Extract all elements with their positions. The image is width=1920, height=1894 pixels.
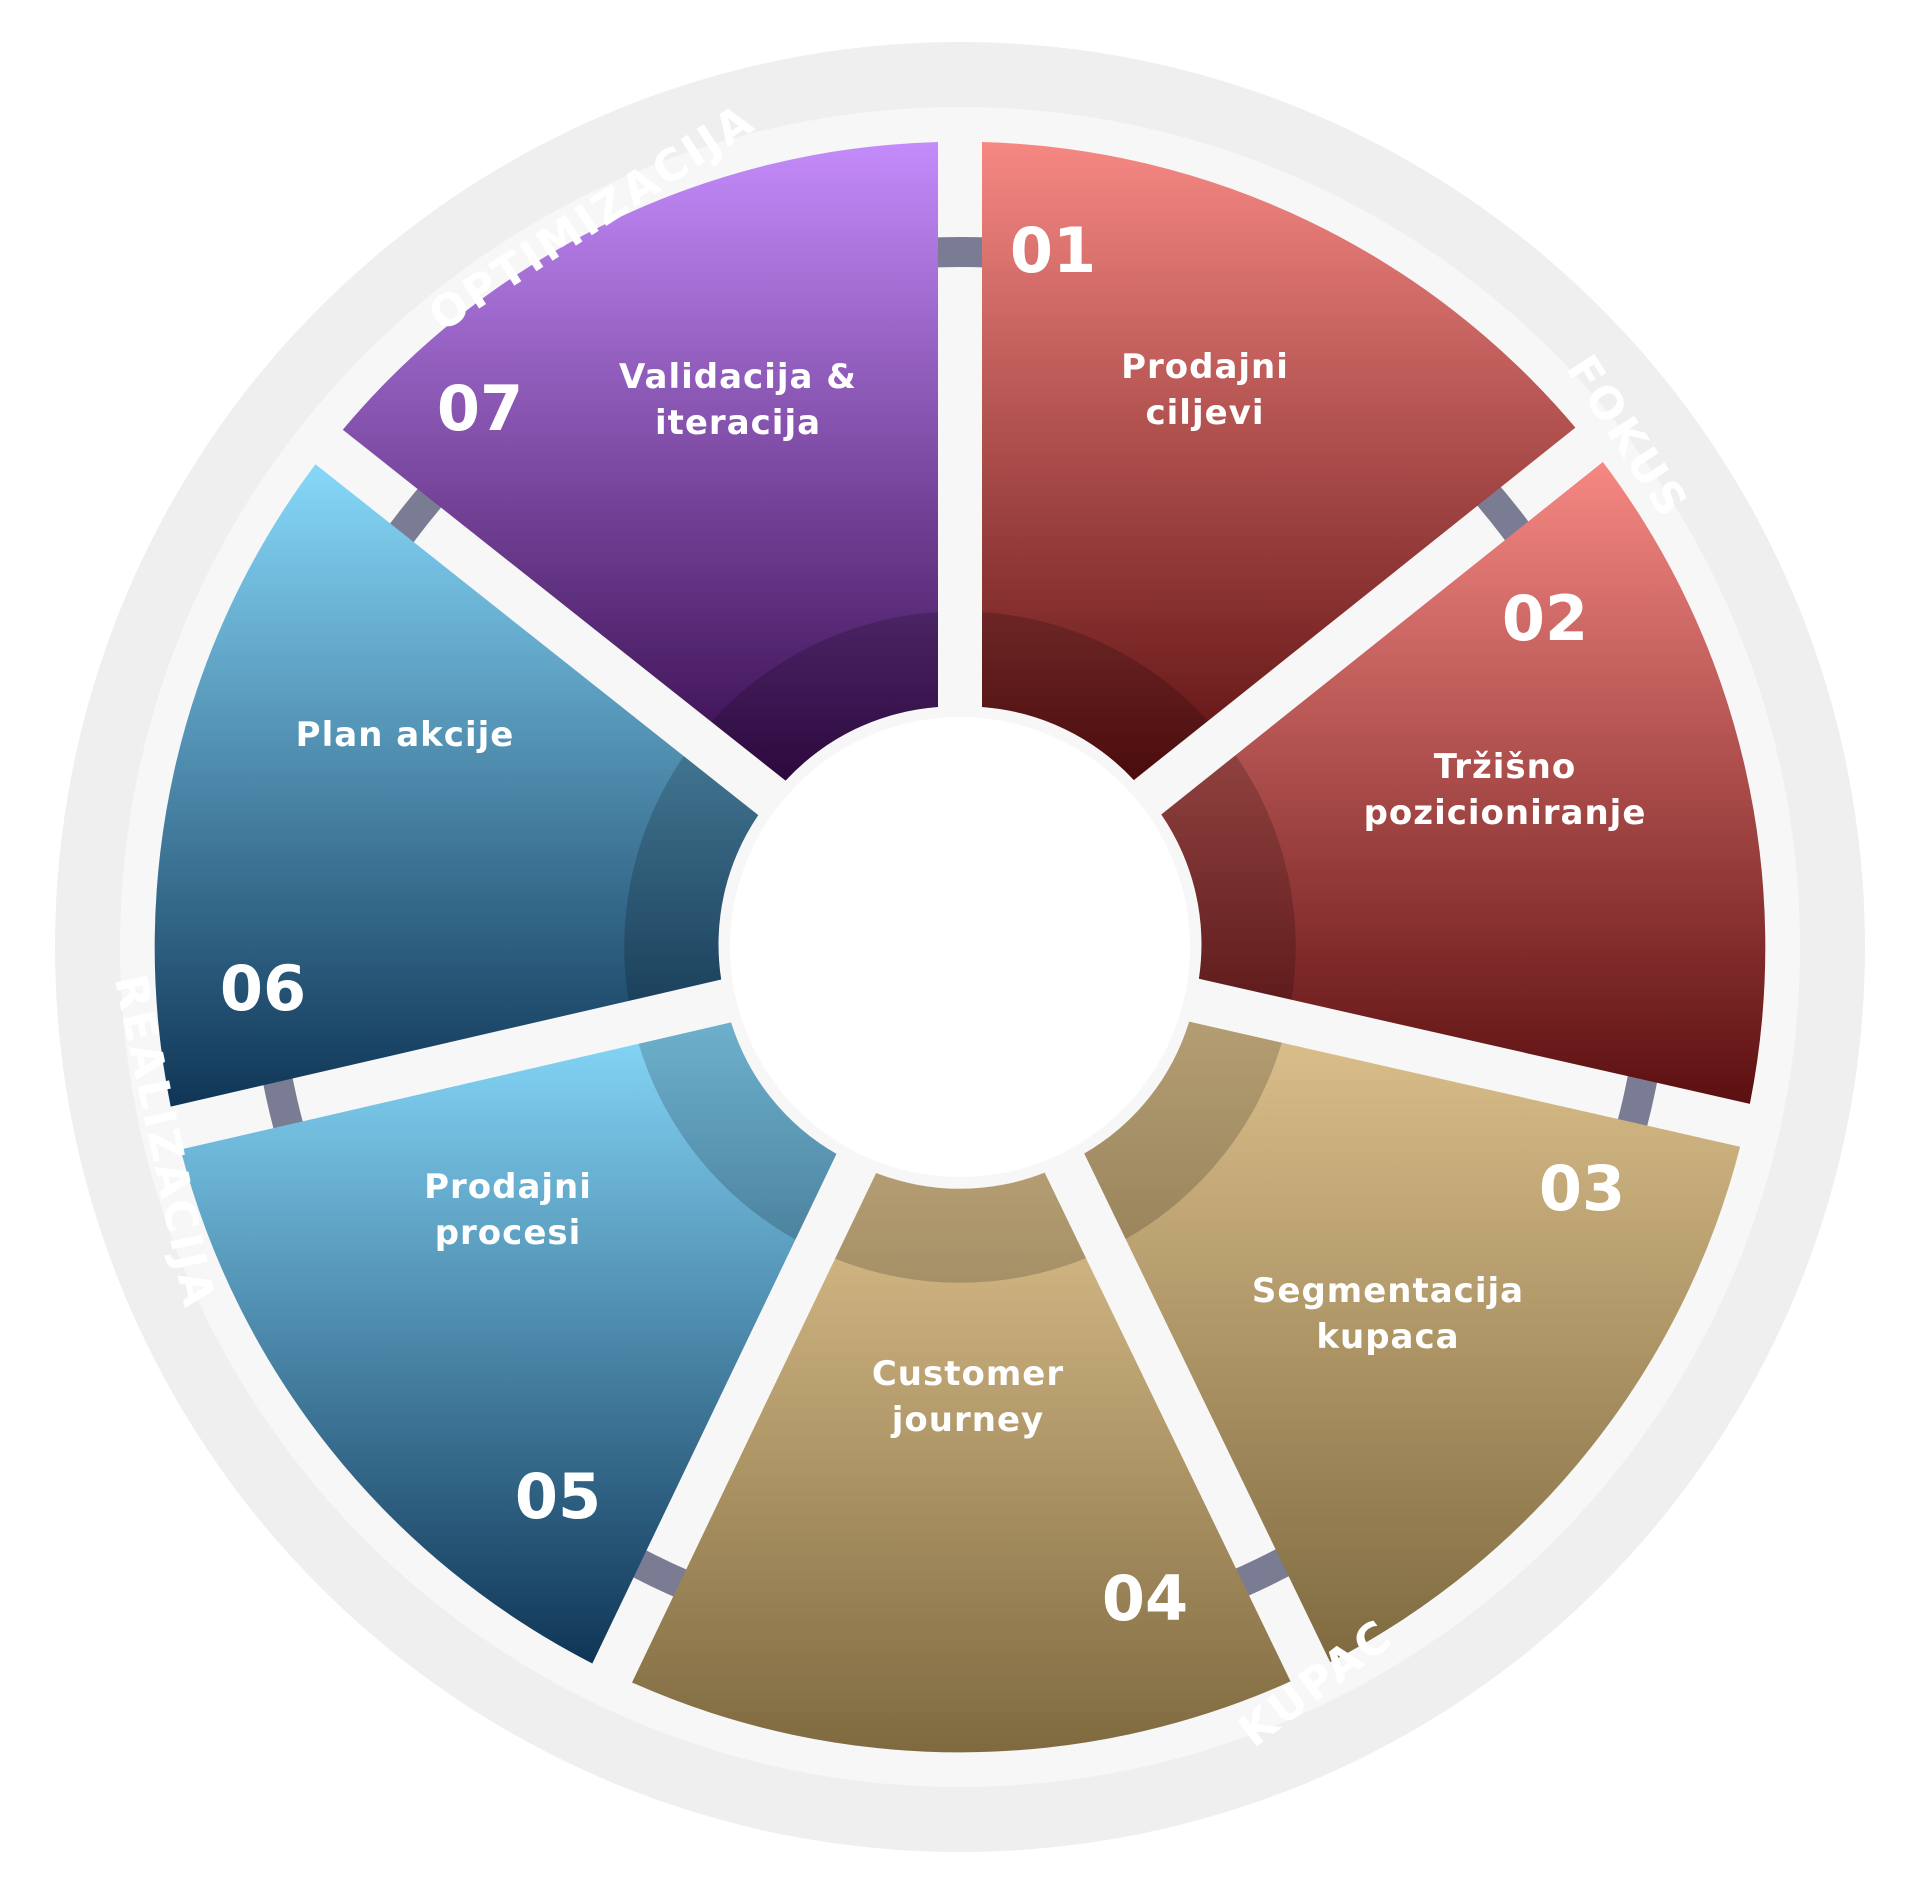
segment-number: 07: [437, 372, 523, 445]
center-circle: [730, 717, 1190, 1177]
segment-number: 02: [1502, 582, 1588, 655]
segment-label-line: kupaca: [1316, 1317, 1459, 1357]
segment-shape: [1084, 1021, 1741, 1663]
segment-shape: [982, 142, 1576, 781]
segment-label-line: journey: [890, 1400, 1044, 1440]
segment-label: Segmentacija kupaca: [1252, 1271, 1524, 1357]
segment-label-line: Tržišno: [1434, 747, 1576, 787]
segment-inner-band: [835, 1172, 1086, 1283]
segment-06: 06 Plan akcije: [154, 464, 759, 1107]
segment-label: Prodajni procesi: [424, 1167, 592, 1253]
segment-inner-band: [638, 1022, 837, 1240]
segment-label-line: Plan akcije: [296, 715, 515, 755]
segment-shape: [154, 464, 759, 1107]
segment-label: Tržišno pozicioniranje: [1364, 747, 1647, 833]
segment-shape: [632, 1172, 1291, 1753]
segment-label-line: procesi: [435, 1213, 582, 1253]
segment-shape: [180, 1022, 837, 1664]
segment-label-line: Prodajni: [1121, 347, 1289, 387]
segment-label-line: iteracija: [655, 403, 821, 443]
segment-label-line: pozicioniranje: [1364, 793, 1647, 833]
segment-inner-band: [711, 612, 938, 781]
segment-label-line: Segmentacija: [1252, 1271, 1524, 1311]
segment-inner-band: [1084, 1021, 1282, 1240]
segment-04: 04 Customer journey: [632, 1172, 1291, 1753]
segment-inner-band: [982, 612, 1209, 781]
segment-number: 03: [1539, 1152, 1625, 1225]
segment-label-line: ciljevi: [1146, 393, 1265, 433]
segment-label: Prodajni ciljevi: [1121, 347, 1289, 433]
segment-label: Plan akcije: [296, 715, 515, 755]
segment-label: Customer journey: [872, 1354, 1064, 1440]
segment-number: 05: [515, 1460, 601, 1533]
segment-number: 06: [220, 952, 306, 1025]
segment-shape: [342, 142, 939, 781]
segment-inner-band: [1161, 755, 1296, 1000]
segment-number: 04: [1102, 1562, 1188, 1635]
segment-05: 05 Prodajni procesi: [180, 1022, 837, 1664]
segment-label-line: Validacija &: [619, 357, 857, 397]
segment-07: 07 Validacija & iteracija: [342, 142, 939, 781]
segment-label: Validacija & iteracija: [619, 357, 857, 443]
segment-label-line: Prodajni: [424, 1167, 592, 1207]
segment-number: 01: [1010, 214, 1096, 287]
segment-label-line: Customer: [872, 1354, 1064, 1394]
segment-inner-band: [624, 756, 759, 1001]
segment-shape: [1161, 461, 1766, 1104]
